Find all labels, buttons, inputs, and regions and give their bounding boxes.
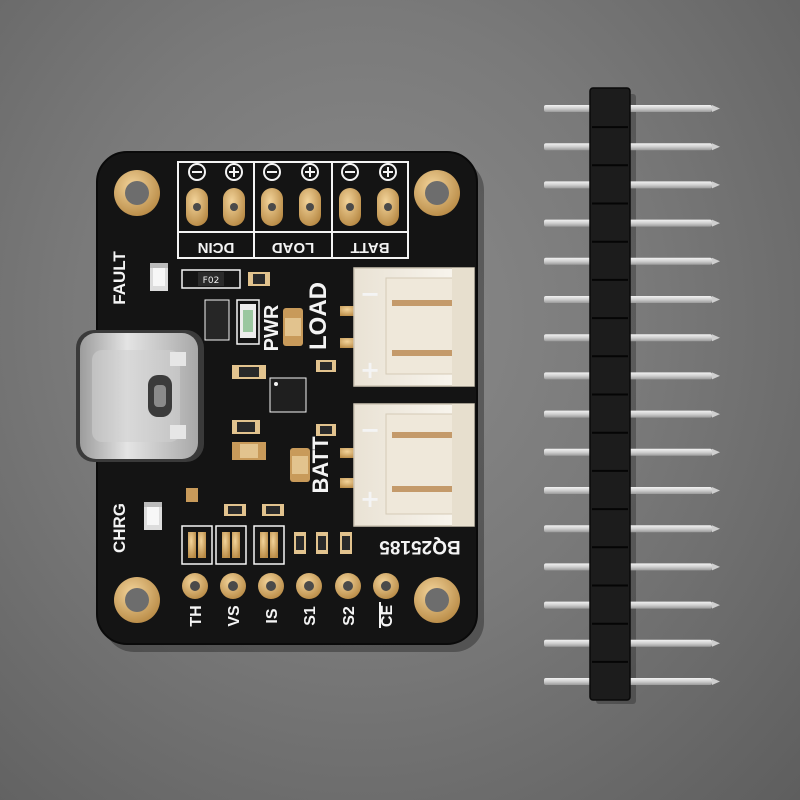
resistor (316, 424, 336, 436)
charger-ic (269, 377, 307, 413)
solder-jumper (215, 525, 247, 565)
load-minus-label: − (360, 280, 380, 308)
pwr-label: PWR (261, 304, 283, 351)
polarity-minus-icon (341, 163, 359, 181)
resistor (248, 272, 270, 286)
header-pin-tip (712, 372, 720, 380)
polarity-plus-icon (225, 163, 243, 181)
solder-pad (299, 188, 321, 226)
capacitor (290, 448, 310, 482)
polarity-minus-icon (188, 163, 206, 181)
header-seams (592, 126, 628, 663)
mounting-hole (414, 170, 460, 216)
pin-label-vs: VS (226, 605, 243, 627)
header-pin-tip (712, 143, 720, 151)
pin-pad-vs: VS (220, 573, 246, 627)
fault-led (150, 263, 168, 291)
mounting-hole (114, 577, 160, 623)
capacitor (283, 308, 303, 346)
batt-plus-label: + (360, 485, 380, 513)
header-pin-tip (712, 296, 720, 303)
pin-label-th: TH (188, 605, 205, 626)
header-pin-tip (712, 257, 720, 265)
small-diode (186, 488, 198, 502)
pin-header (544, 87, 720, 704)
mounting-hole (414, 577, 460, 623)
polarity-plus-icon (379, 163, 397, 181)
jst-connector-batt (340, 403, 475, 527)
f02-label: F02 (203, 276, 220, 286)
capacitor (232, 442, 266, 460)
header-pin-tip (712, 448, 720, 456)
pin-pad-s1: S1 (296, 573, 322, 626)
header-pin-tip (712, 525, 720, 533)
resistor (224, 504, 246, 516)
load-side-label: LOAD (305, 282, 332, 350)
pin-label-ce: CE (379, 605, 396, 628)
chrg-label: CHRG (110, 503, 129, 553)
solder-pad (261, 188, 283, 226)
pin-label-s1: S1 (302, 606, 319, 626)
solder-pad (223, 188, 245, 226)
pin-pad-ce: CE (373, 573, 399, 628)
pwr-led (236, 299, 260, 345)
header-pin-tip (712, 410, 720, 418)
pin-pad-s2: S2 (335, 573, 361, 626)
chip-name-label: BQ25185 (379, 536, 461, 557)
solder-pad (339, 188, 361, 226)
batt-side-label: BATT (308, 436, 333, 494)
batt-top-label: BATT (351, 239, 390, 256)
header-pin-tip (712, 639, 720, 647)
jst-connector-load (340, 267, 475, 387)
resistor (316, 360, 336, 372)
ic-small (204, 299, 230, 341)
pcb-board: DCIN LOAD BATT FAULT F02 (76, 151, 484, 652)
chrg-led (144, 502, 162, 530)
header-pin-tip (712, 601, 720, 609)
load-plus-label: + (360, 356, 380, 384)
resistor (340, 532, 352, 554)
header-pin-tip (712, 181, 720, 189)
pin-pad-is: IS (258, 573, 284, 624)
header-pin-tip (712, 105, 720, 112)
header-pin-tip (712, 334, 720, 342)
dcin-label: DCIN (198, 239, 235, 256)
resistor (294, 532, 306, 554)
header-pin-tip (712, 219, 720, 227)
solder-pad (377, 188, 399, 226)
pin-label-is: IS (264, 608, 281, 623)
fuse-f02: F02 (181, 269, 241, 289)
load-top-label: LOAD (272, 239, 315, 256)
top-terminal-outline (177, 161, 409, 259)
polarity-minus-icon (263, 163, 281, 181)
resistor (232, 420, 260, 434)
header-pin-tip (712, 678, 720, 685)
top-pad-row (186, 163, 399, 226)
solder-jumper (181, 525, 213, 565)
pin-label-s2: S2 (341, 606, 358, 626)
usb-c-connector (76, 330, 204, 462)
pin-pad-th: TH (182, 573, 208, 627)
solder-jumper (253, 525, 285, 565)
resistor (262, 504, 284, 516)
solder-pad (186, 188, 208, 226)
polarity-plus-icon (301, 163, 319, 181)
mounting-hole (114, 170, 160, 216)
header-pin-tip (712, 563, 720, 571)
batt-minus-label: − (360, 416, 380, 444)
bottom-pin-pads: TH VS IS S1 S2 CE (182, 573, 399, 628)
capacitor (232, 365, 266, 379)
header-pin-tip (712, 487, 720, 494)
resistor (316, 532, 328, 554)
fault-label: FAULT (110, 251, 129, 305)
